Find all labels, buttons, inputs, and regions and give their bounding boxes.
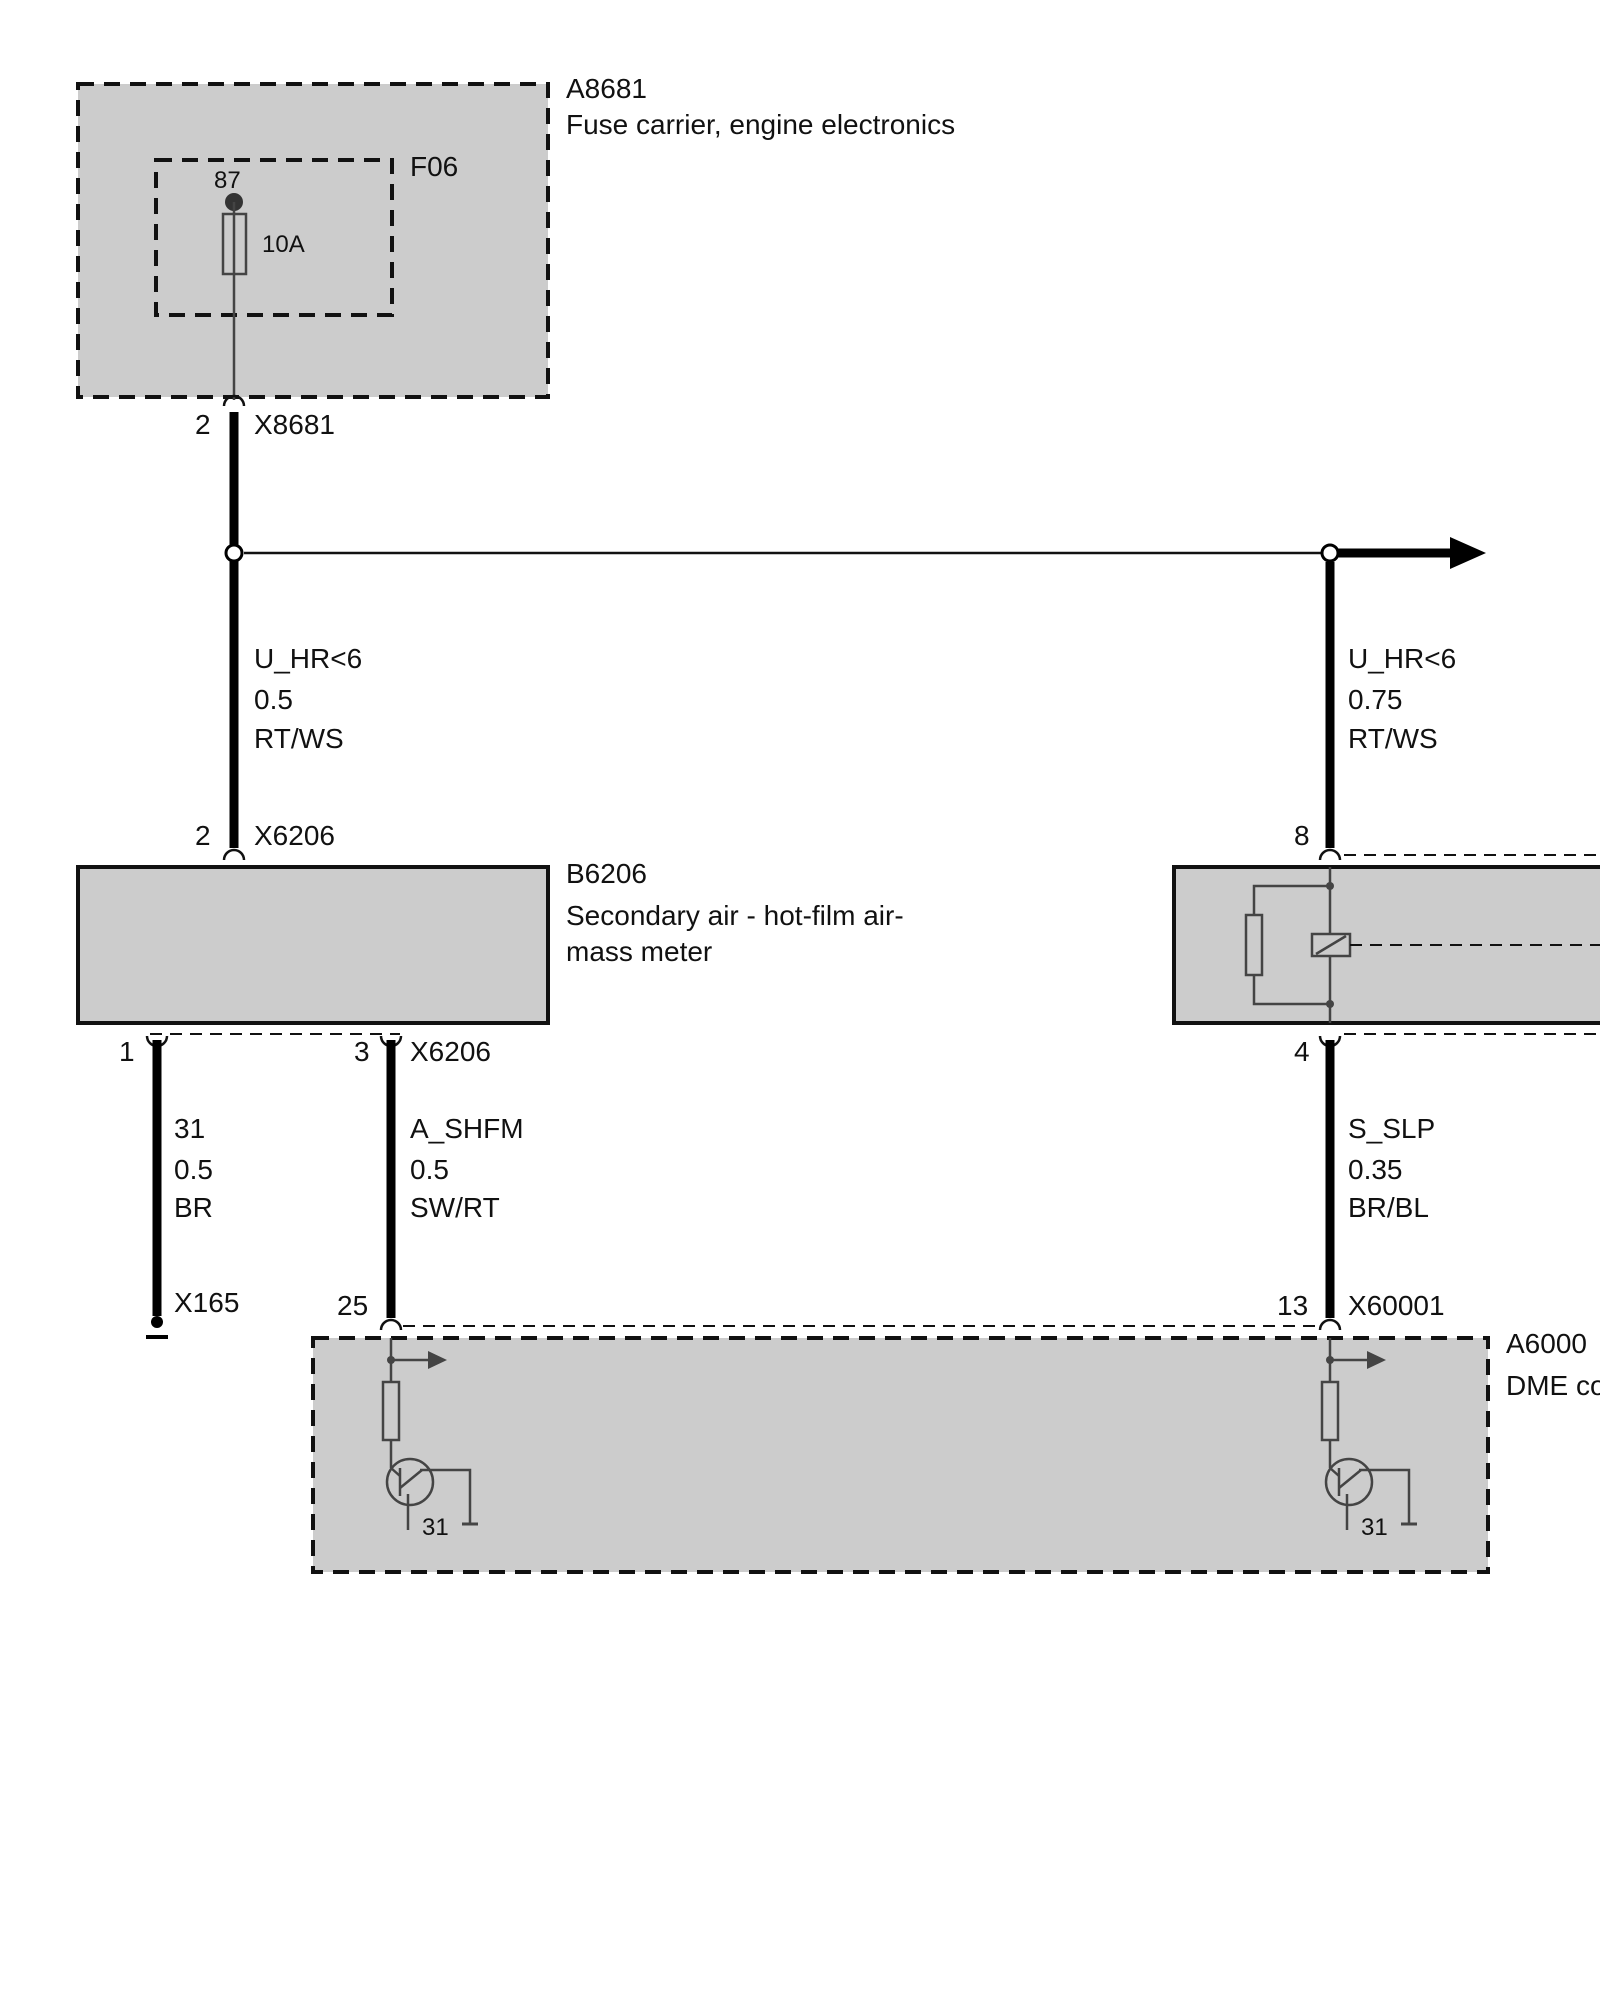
x6206-bottom-id: X6206 xyxy=(410,1036,491,1067)
x6206-pin1: 1 xyxy=(119,1036,135,1067)
dme-id: A6000 xyxy=(1506,1328,1587,1359)
wire-left-color: RT/WS xyxy=(254,723,344,754)
fuse-carrier-component xyxy=(76,82,550,400)
wire-shfm-color: SW/RT xyxy=(410,1192,500,1223)
x165-id: X165 xyxy=(174,1287,239,1318)
fuse-rating: 10A xyxy=(262,231,305,258)
x6206-top-id: X6206 xyxy=(254,820,335,851)
relay-top-pin: 8 xyxy=(1294,820,1310,851)
relay-resistor-symbol xyxy=(1244,913,1264,977)
dme-name: DME co xyxy=(1506,1370,1600,1401)
fuse-id: F06 xyxy=(410,151,458,182)
wire-shfm-signal: A_SHFM xyxy=(410,1113,524,1144)
wire-shfm-size: 0.5 xyxy=(410,1154,449,1185)
wire-slp-size: 0.35 xyxy=(1348,1154,1403,1185)
x60001-pin: 13 xyxy=(1277,1290,1308,1321)
wire-right-signal: U_HR<6 xyxy=(1348,643,1456,674)
x8681-id: X8681 xyxy=(254,409,335,440)
wire-ground-size: 0.5 xyxy=(174,1154,213,1185)
dme-ground-left: 31 xyxy=(422,1514,449,1541)
wire-ground-color: BR xyxy=(174,1192,213,1223)
fuse-terminal-label: 87 xyxy=(214,167,241,194)
wire-slp-signal: S_SLP xyxy=(1348,1113,1435,1144)
wire-right-color: RT/WS xyxy=(1348,723,1438,754)
x6206-pin3: 3 xyxy=(354,1036,370,1067)
wire-ground-signal: 31 xyxy=(174,1113,205,1144)
dme-input-circuit-right xyxy=(1320,1338,1417,1530)
splice-dot-right xyxy=(1320,543,1340,563)
connector-x8681 xyxy=(222,394,246,407)
dme-ground-right: 31 xyxy=(1361,1514,1388,1541)
relay-bottom-pin: 4 xyxy=(1294,1036,1310,1067)
dme-left-pin: 25 xyxy=(337,1290,368,1321)
relay-component xyxy=(1172,865,1600,1025)
hfm-component xyxy=(76,865,550,1025)
splice-dot-left xyxy=(224,543,244,563)
x60001-id: X60001 xyxy=(1348,1290,1445,1321)
x8681-pin: 2 xyxy=(195,409,211,440)
fuse-carrier-name: Fuse carrier, engine electronics xyxy=(566,109,955,140)
wire-left-size: 0.5 xyxy=(254,684,293,715)
wire-slp-color: BR/BL xyxy=(1348,1192,1429,1223)
dme-component: 31 31 xyxy=(311,1336,1490,1574)
continuation-arrow xyxy=(1450,537,1486,569)
fuse-carrier-id: A8681 xyxy=(566,73,647,104)
hfm-name-line2: mass meter xyxy=(566,936,712,967)
wire-right-size: 0.75 xyxy=(1348,684,1403,715)
dme-input-circuit-left xyxy=(381,1338,478,1530)
wire-left-signal: U_HR<6 xyxy=(254,643,362,674)
hfm-id: B6206 xyxy=(566,858,647,889)
hfm-name-line1: Secondary air - hot-film air- xyxy=(566,900,904,931)
x6206-top-pin: 2 xyxy=(195,820,211,851)
